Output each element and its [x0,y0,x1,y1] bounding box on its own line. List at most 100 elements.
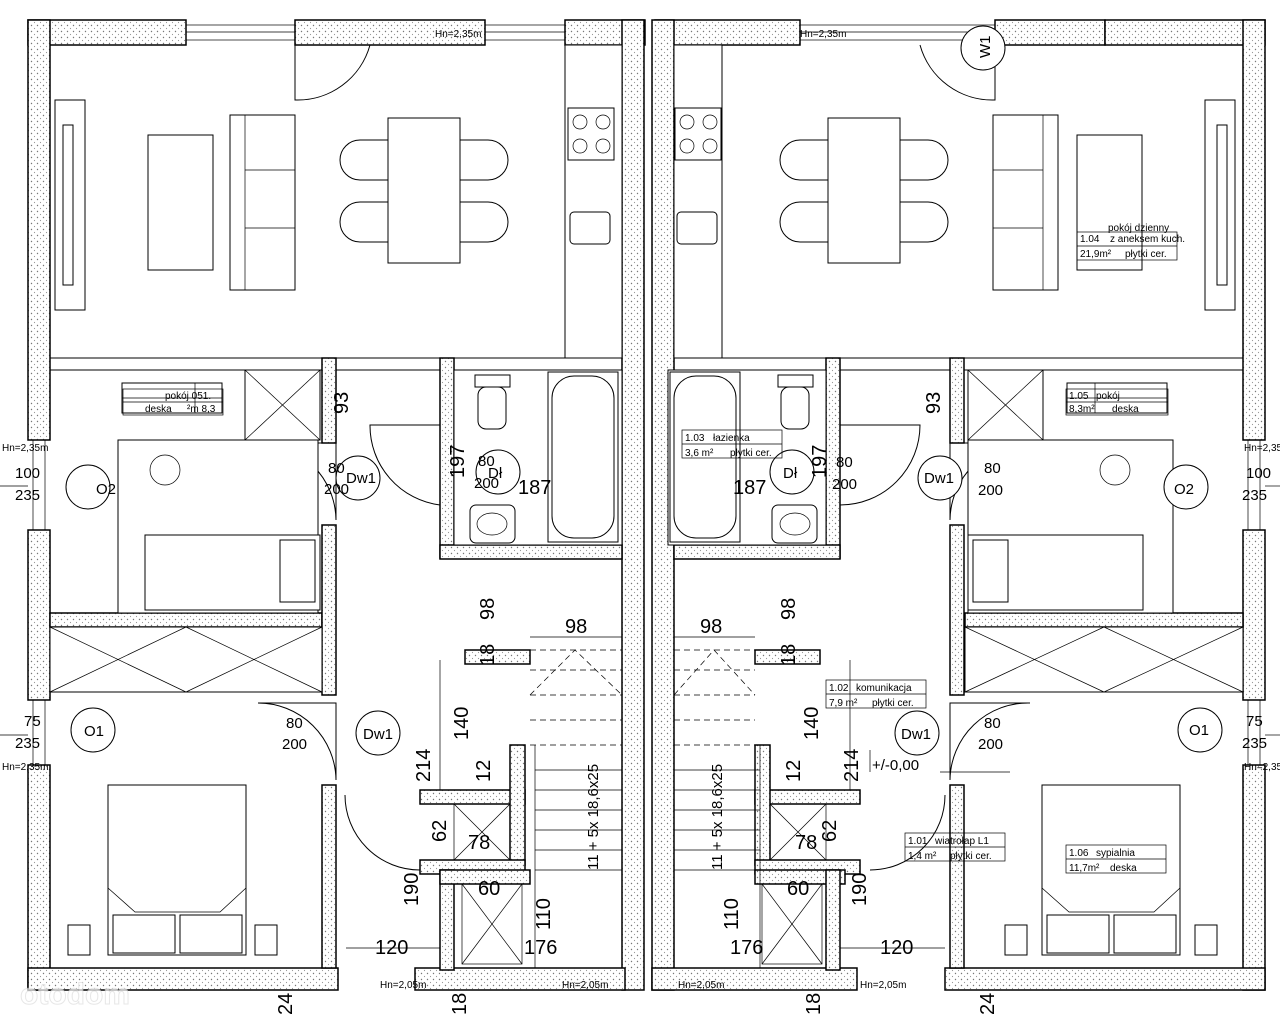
room-corridor-number: 1.02 [829,683,849,694]
door-width: 80 [984,460,1001,477]
room-small-right-floor: deska [1112,404,1139,415]
room-bath-area: 3,6 m² [685,448,714,459]
window-height: 235 [1242,735,1267,752]
door-width: 80 [286,715,303,732]
dim-140: 140 [801,707,823,740]
window-width: 75 [1246,713,1263,730]
room-living-name2: z aneksem kuch. [1110,234,1185,245]
dimension-labels: 93 93 197 197 187 187 98 98 98 98 18 18 … [275,392,999,1015]
door-height: 200 [324,481,349,498]
door-height: 200 [978,736,1003,753]
room-small-right-number: 1.05 [1069,391,1089,402]
door-dl-marker [475,449,521,495]
room-small-right-name: pokój [1096,391,1120,402]
dim-98: 98 [778,598,800,620]
window-height: 235 [1242,487,1267,504]
ceiling-height-label: Hn=2,35m [435,29,481,40]
walls [27,19,1266,991]
stair-labels: 11 + 5x 18,6x25 11 + 5x 18,6x25 +/-0,00 [585,757,919,870]
room-entry-floor: płytki cer. [950,851,992,862]
dim-120: 120 [375,937,408,959]
ceiling-height-label: Hn=2,05m [380,980,426,991]
room-living-name: pokój dzienny [1108,223,1169,234]
door-dw1-label: Dw1 [901,726,931,743]
dim-98: 98 [477,598,499,620]
dim-18: 18 [778,644,800,666]
dim-12: 12 [473,760,495,782]
window-o2-left-marker [65,464,111,510]
room-labels: pokój dzienny 1.04 z aneksem kuch. 21,9m… [145,223,1185,874]
room-label-boxes [122,231,1178,874]
door-width: 80 [836,454,853,471]
room-corridor-floor: płytki cer. [872,698,914,709]
dim-24: 24 [977,993,999,1015]
window-o2-label: O2 [1174,481,1194,498]
window-width: 100 [1246,465,1271,482]
room-bath-name: łazienka [713,433,750,444]
room-small-left-area: ²m 8,3 [187,404,216,415]
window-o1-label: O1 [1189,722,1209,739]
door-width: 80 [328,460,345,477]
dim-93: 93 [923,392,945,414]
dim-18: 18 [449,993,471,1015]
door-width: 80 [984,715,1001,732]
height-labels: Hn=2,35m Hn=2,35m Hn=2,05m Hn=2,05m Hn=2… [2,29,1280,991]
room-living-number: 1.04 [1080,234,1100,245]
dim-12: 12 [783,760,805,782]
dim-190: 190 [401,873,423,906]
door-dw1-marker [894,710,940,756]
window-o1-right-marker [1177,707,1223,753]
door-height: 200 [978,482,1003,499]
door-dl-label: Dł [783,465,798,482]
room-bedroom-area: 11,7m² [1069,863,1100,874]
ceiling-height-label: Hn=2,05m [562,980,608,991]
dim-190: 190 [849,873,871,906]
window-o2-label: O2 [96,481,116,498]
room-corridor-name: komunikacja [856,683,912,694]
door-dl-label: Dł [488,465,503,482]
dim-78: 78 [468,832,490,854]
dim-176: 176 [730,937,763,959]
window-o2-right-marker [1163,464,1209,510]
dim-98: 98 [700,616,722,638]
door-width: 80 [478,453,495,470]
dim-18: 18 [803,993,825,1015]
side-height-label: Hn=2,35m [1244,443,1280,454]
window-height: 235 [15,735,40,752]
opening-markers [65,25,1223,756]
room-small-left-name: pokój 051. [165,391,211,402]
dim-197: 197 [809,445,831,478]
dim-62: 62 [429,820,451,842]
window-o1-label: O1 [84,723,104,740]
room-bath-floor: płytki cer. [730,448,772,459]
room-entry-name: wiatrołap L1 [934,836,989,847]
door-dl-marker [769,449,815,495]
room-entry-area: 1,4 m² [908,851,937,862]
dim-214: 214 [413,749,435,782]
room-entry-number: 1.01 [908,836,928,847]
door-dw1-marker [335,455,381,501]
dim-60: 60 [478,878,500,900]
window-width: 100 [15,465,40,482]
door-height: 200 [832,476,857,493]
watermark: otodom [20,978,130,1011]
dim-187: 187 [518,477,551,499]
dim-93: 93 [331,392,353,414]
door-dw1-label: Dw1 [346,470,376,487]
door-height: 200 [474,475,499,492]
dim-187: 187 [733,477,766,499]
room-living-floor: płytki cer. [1125,249,1167,260]
window-w1-marker [960,25,1006,71]
dimension-lines [0,485,1280,949]
dim-98: 98 [565,616,587,638]
ceiling-height-label: Hn=2,05m [860,980,906,991]
window-width: 75 [24,713,41,730]
side-height-label: Hn=2,35m [2,762,48,773]
stairs-label: 11 + 5x 18,6x25 [585,764,602,870]
room-small-left-floor: deska [145,404,172,415]
dim-24: 24 [275,993,297,1015]
room-bath-number: 1.03 [685,433,705,444]
door-dw1-marker [355,710,401,756]
dim-60: 60 [787,878,809,900]
dim-176: 176 [524,937,557,959]
